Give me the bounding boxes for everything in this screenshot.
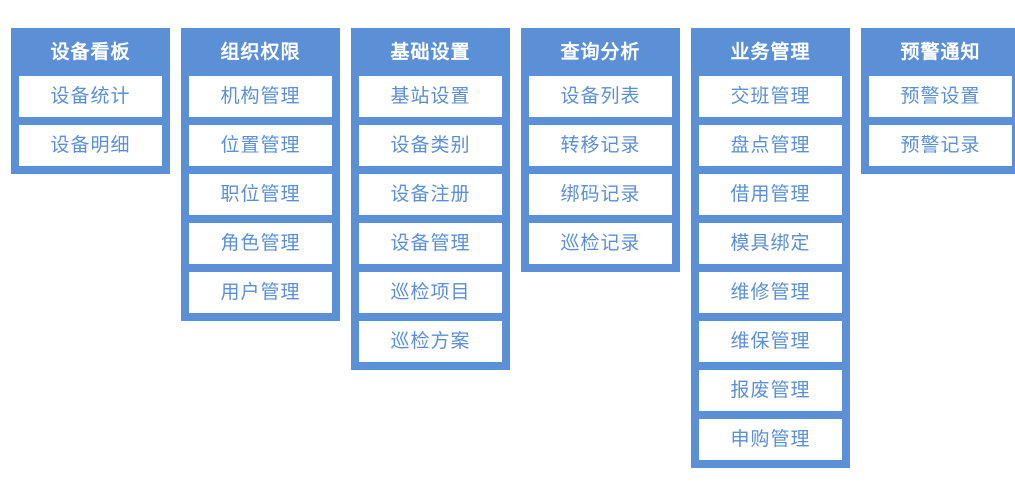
menu-item[interactable]: 设备类别 — [359, 125, 502, 166]
menu-item[interactable]: 职位管理 — [189, 174, 332, 215]
menu-card-title: 基础设置 — [390, 41, 471, 63]
menu-item[interactable]: 巡检项目 — [359, 272, 502, 313]
menu-card: 组织权限机构管理位置管理职位管理角色管理用户管理 — [181, 28, 340, 321]
menu-card-title: 查询分析 — [560, 41, 641, 63]
menu-item[interactable]: 绑码记录 — [529, 174, 672, 215]
menu-item[interactable]: 模具绑定 — [699, 223, 842, 264]
menu-item[interactable]: 角色管理 — [189, 223, 332, 264]
menu-item[interactable]: 维保管理 — [699, 321, 842, 362]
menu-item[interactable]: 报废管理 — [699, 370, 842, 411]
menu-item[interactable]: 申购管理 — [699, 419, 842, 460]
menu-item-list: 机构管理位置管理职位管理角色管理用户管理 — [189, 76, 332, 313]
menu-item[interactable]: 借用管理 — [699, 174, 842, 215]
menu-item[interactable]: 设备列表 — [529, 76, 672, 117]
menu-card-title: 组织权限 — [220, 41, 301, 63]
menu-card: 基础设置基站设置设备类别设备注册设备管理巡检项目巡检方案 — [351, 28, 510, 370]
menu-item[interactable]: 巡检记录 — [529, 223, 672, 264]
menu-item[interactable]: 交班管理 — [699, 76, 842, 117]
menu-item[interactable]: 位置管理 — [189, 125, 332, 166]
menu-card-title: 设备看板 — [50, 41, 131, 63]
menu-item[interactable]: 转移记录 — [529, 125, 672, 166]
menu-card: 查询分析设备列表转移记录绑码记录巡检记录 — [521, 28, 680, 272]
menu-card-title: 业务管理 — [730, 41, 811, 63]
menu-item-list: 预警设置预警记录 — [869, 76, 1012, 166]
menu-item[interactable]: 预警设置 — [869, 76, 1012, 117]
menu-item[interactable]: 预警记录 — [869, 125, 1012, 166]
menu-item[interactable]: 设备注册 — [359, 174, 502, 215]
menu-item-list: 设备列表转移记录绑码记录巡检记录 — [529, 76, 672, 264]
menu-item[interactable]: 巡检方案 — [359, 321, 502, 362]
menu-item[interactable]: 维修管理 — [699, 272, 842, 313]
menu-card: 预警通知预警设置预警记录 — [861, 28, 1015, 174]
menu-item-list: 基站设置设备类别设备注册设备管理巡检项目巡检方案 — [359, 76, 502, 362]
menu-item[interactable]: 设备明细 — [19, 125, 162, 166]
menu-item[interactable]: 盘点管理 — [699, 125, 842, 166]
menu-item-list: 交班管理盘点管理借用管理模具绑定维修管理维保管理报废管理申购管理 — [699, 76, 842, 460]
menu-item[interactable]: 基站设置 — [359, 76, 502, 117]
menu-card: 设备看板设备统计设备明细 — [11, 28, 170, 174]
menu-item-list: 设备统计设备明细 — [19, 76, 162, 166]
menu-item[interactable]: 用户管理 — [189, 272, 332, 313]
menu-card: 业务管理交班管理盘点管理借用管理模具绑定维修管理维保管理报废管理申购管理 — [691, 28, 850, 468]
menu-item[interactable]: 设备统计 — [19, 76, 162, 117]
menu-card-title: 预警通知 — [900, 41, 981, 63]
menu-item[interactable]: 设备管理 — [359, 223, 502, 264]
menu-item[interactable]: 机构管理 — [189, 76, 332, 117]
